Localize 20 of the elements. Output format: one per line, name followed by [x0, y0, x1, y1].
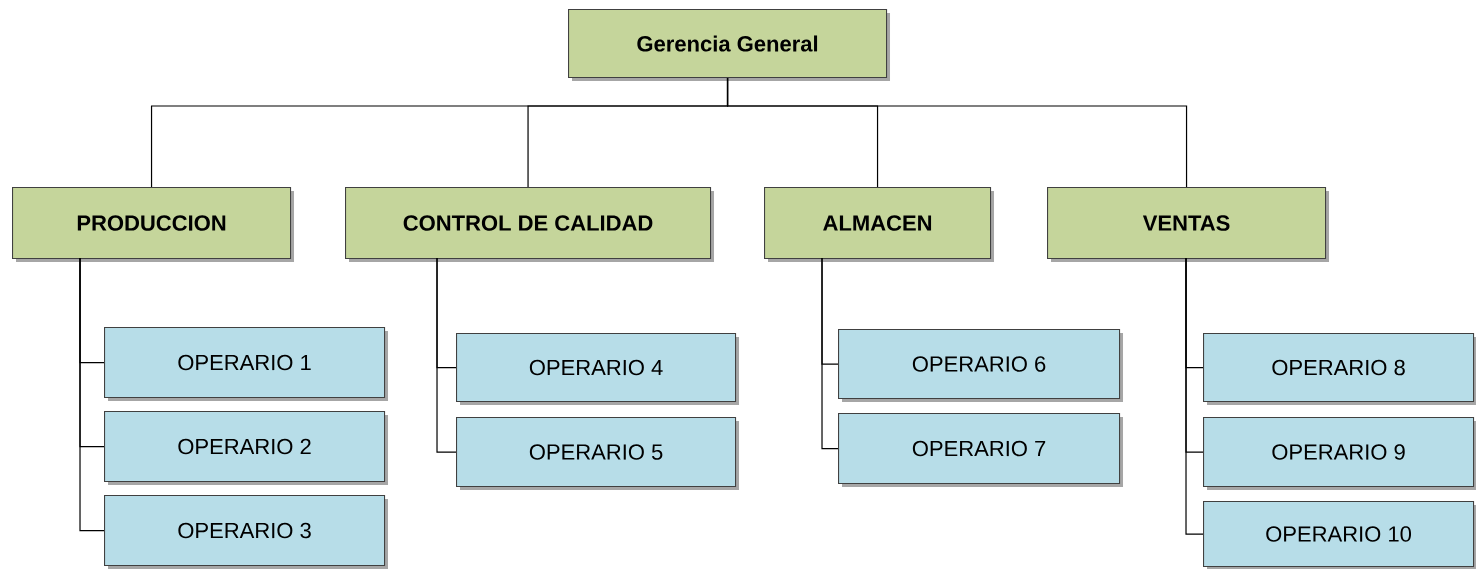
manager-box: Gerencia General: [568, 9, 890, 81]
connector-line: [79, 257, 105, 532]
worker-box: OPERARIO 10: [1203, 501, 1476, 569]
worker-box: OPERARIO 4: [456, 333, 739, 405]
department-box: PRODUCCION: [12, 187, 294, 262]
connector-line: [436, 257, 457, 453]
connector-line: [821, 257, 839, 450]
worker-box: OPERARIO 6: [838, 329, 1123, 402]
department-box: VENTAS: [1047, 187, 1329, 262]
worker-box: OPERARIO 1: [104, 327, 388, 401]
connector-line: [726, 77, 1188, 188]
worker-box: OPERARIO 3: [104, 495, 388, 569]
department-box: CONTROL DE CALIDAD: [345, 187, 714, 262]
worker-box: OPERARIO 2: [104, 411, 388, 485]
worker-box: OPERARIO 5: [456, 417, 739, 490]
worker-box: OPERARIO 7: [838, 413, 1123, 487]
worker-box: OPERARIO 8: [1203, 333, 1476, 405]
department-box: ALMACEN: [764, 187, 994, 262]
worker-box: OPERARIO 9: [1203, 417, 1476, 490]
connector-line: [1185, 257, 1204, 535]
